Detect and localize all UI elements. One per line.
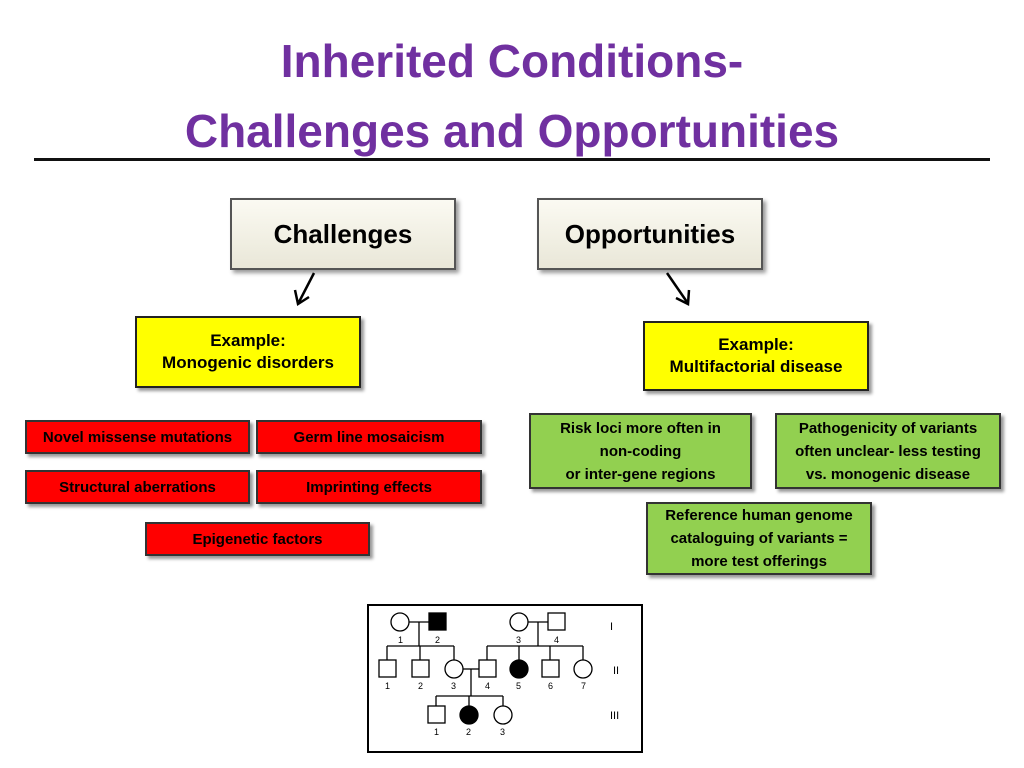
pedigree-label: 6 xyxy=(548,681,553,691)
challenge-item-missense: Novel missense mutations xyxy=(25,420,250,454)
challenge-item-epigenetic: Epigenetic factors xyxy=(145,522,370,556)
pedigree-male xyxy=(541,659,560,678)
opportunity-text-line: or inter-gene regions xyxy=(565,465,716,483)
pedigree-label: 2 xyxy=(466,727,471,737)
pedigree-female xyxy=(444,659,464,679)
opportunity-item-risk-loci: Risk loci more often in non-coding or in… xyxy=(529,413,752,489)
opportunities-example-box: Example: Multifactorial disease xyxy=(643,321,869,391)
pedigree-male xyxy=(427,705,446,724)
challenges-arrow-icon xyxy=(293,272,316,307)
pedigree-label: 4 xyxy=(554,635,559,645)
opportunity-text-line: Risk loci more often in xyxy=(560,419,721,437)
generation-label: III xyxy=(610,710,619,722)
pedigree-female xyxy=(509,612,529,632)
title-underline xyxy=(34,158,990,161)
challenge-item-mosaicism: Germ line mosaicism xyxy=(256,420,482,454)
pedigree-label: 7 xyxy=(581,681,586,691)
challenges-example-box: Example: Monogenic disorders xyxy=(135,316,361,388)
pedigree-label: 3 xyxy=(500,727,505,737)
pedigree-male xyxy=(478,659,497,678)
opportunities-example-label: Example: xyxy=(718,335,794,354)
pedigree-label: 3 xyxy=(451,681,456,691)
pedigree-female xyxy=(493,705,513,725)
pedigree-female xyxy=(573,659,593,679)
opportunity-text-line: vs. monogenic disease xyxy=(805,465,971,483)
opportunity-text-line: often unclear- less testing xyxy=(795,442,981,460)
pedigree-male xyxy=(411,659,430,678)
pedigree-chart: 1 2 3 4 1 2 3 4 5 6 7 1 2 3 I II III xyxy=(367,604,643,753)
pedigree-male xyxy=(547,612,566,631)
pedigree-label: 1 xyxy=(398,635,403,645)
opportunity-text-line: cataloguing of variants = xyxy=(670,530,848,547)
challenges-example-label: Example: xyxy=(210,331,286,350)
opportunities-arrow-icon xyxy=(665,272,691,306)
pedigree-male-affected xyxy=(428,612,447,631)
pedigree-female xyxy=(390,612,410,632)
challenge-item-imprinting: Imprinting effects xyxy=(256,470,482,504)
challenge-item-structural: Structural aberrations xyxy=(25,470,250,504)
opportunity-text-line: Reference human genome xyxy=(665,507,853,524)
pedigree-label: 1 xyxy=(434,727,439,737)
generation-label: I xyxy=(610,621,613,633)
pedigree-female-affected xyxy=(509,659,529,679)
challenges-header: Challenges xyxy=(230,198,456,270)
opportunity-item-pathogenicity: Pathogenicity of variants often unclear-… xyxy=(775,413,1001,489)
pedigree-label: 1 xyxy=(385,681,390,691)
pedigree-diagram: 1 2 3 4 1 2 3 4 5 6 7 1 2 3 I II III xyxy=(378,612,619,737)
pedigree-male xyxy=(378,659,397,678)
opportunity-item-reference-genome: Reference human genome cataloguing of va… xyxy=(646,502,872,575)
generation-label: II xyxy=(613,665,619,677)
pedigree-label: 2 xyxy=(435,635,440,645)
pedigree-label: 4 xyxy=(485,681,490,691)
pedigree-label: 5 xyxy=(516,681,521,691)
pedigree-female-affected xyxy=(459,705,479,725)
challenges-example-text: Monogenic disorders xyxy=(162,353,334,372)
slide-title-line1: Inherited Conditions- xyxy=(280,35,744,87)
opportunities-header: Opportunities xyxy=(537,198,763,270)
slide-title-line2: Challenges and Opportunities xyxy=(184,105,840,157)
pedigree-label: 2 xyxy=(418,681,423,691)
opportunity-text-line: more test offerings xyxy=(691,553,827,570)
pedigree-label: 3 xyxy=(516,635,521,645)
opportunities-example-text: Multifactorial disease xyxy=(669,357,843,376)
opportunity-text-line: non-coding xyxy=(599,442,682,460)
opportunity-text-line: Pathogenicity of variants xyxy=(798,419,978,437)
